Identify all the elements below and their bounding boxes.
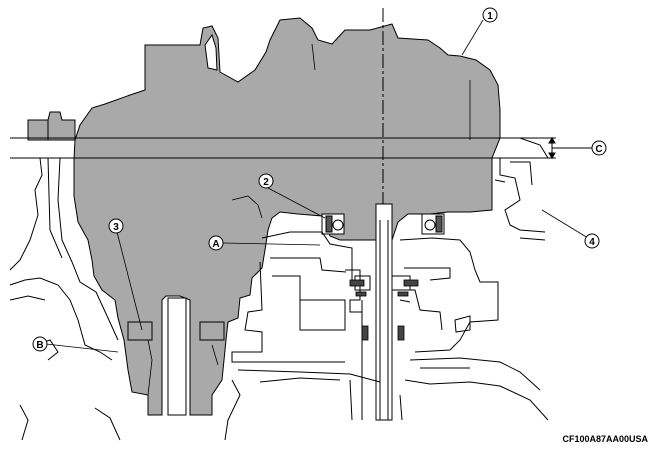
transmission-housing-shape [73,17,501,416]
svg-text:A: A [212,239,219,250]
leader-4 [541,209,589,239]
right-side-outlines [494,137,549,241]
svg-text:C: C [595,144,602,155]
leader-b [45,343,119,353]
callout-a: A [208,235,224,251]
figure-code: CF100A87AA00USA [562,434,648,444]
svg-text:3: 3 [113,222,119,233]
housing-cutouts [127,33,225,416]
shaft-fasteners [349,279,419,341]
svg-text:B: B [36,340,43,351]
leader-1 [461,19,484,56]
svg-text:1: 1 [487,11,493,22]
lower-mechanism-outlines [224,231,549,441]
dimension-arrow-c [548,137,593,159]
central-shaft [375,203,393,421]
leader-a [222,242,321,246]
bearing-right [421,213,445,235]
reference-lines [10,137,556,159]
leader-lines [45,19,589,353]
top-left-bracket [27,111,76,141]
housing-detail-lines [147,43,471,396]
leader-2 [267,187,326,219]
callout-2: 2 [258,173,274,189]
callout-1: 1 [482,7,498,23]
callout-4: 4 [584,233,600,249]
svg-text:4: 4 [589,237,595,248]
svg-text:2: 2 [263,177,269,188]
bearing-left [321,213,345,235]
callout-c: C [591,140,607,156]
leader-3 [116,231,143,331]
callout-b: B [32,336,48,352]
callout-3: 3 [108,218,124,234]
